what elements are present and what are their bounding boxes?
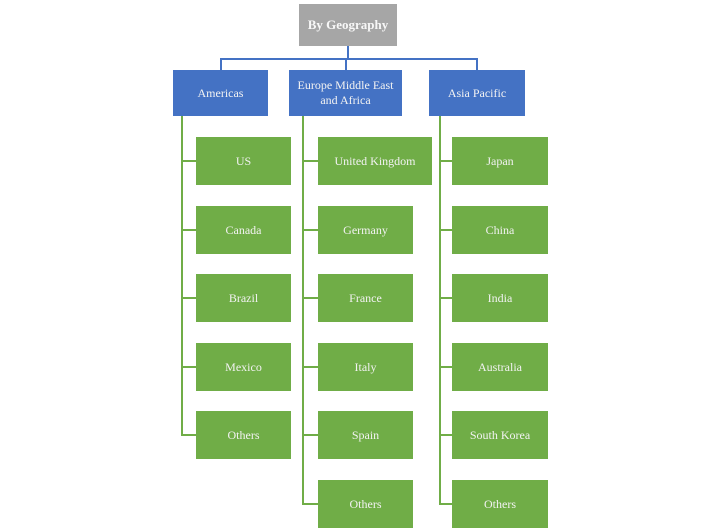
node-india: India	[452, 274, 548, 322]
connector-drop-americas	[220, 58, 222, 70]
stub-spain	[302, 434, 318, 436]
stub-germany	[302, 229, 318, 231]
node-others-emea: Others	[318, 480, 413, 528]
node-root-label: By Geography	[307, 16, 389, 32]
stub-others-americas	[181, 434, 196, 436]
node-root: By Geography	[299, 4, 397, 46]
node-mexico-label: Mexico	[225, 359, 262, 374]
stub-brazil	[181, 297, 196, 299]
stub-others-asia-pacific	[439, 503, 452, 505]
stub-others-emea	[302, 503, 318, 505]
node-germany-label: Germany	[343, 222, 388, 237]
node-germany: Germany	[318, 206, 413, 254]
node-china: China	[452, 206, 548, 254]
node-mexico: Mexico	[196, 343, 291, 391]
stub-france	[302, 297, 318, 299]
node-brazil-label: Brazil	[228, 290, 259, 305]
node-australia-label: Australia	[478, 359, 522, 374]
stub-canada	[181, 229, 196, 231]
node-united-kingdom: United Kingdom	[318, 137, 432, 185]
node-france-label: France	[349, 290, 382, 305]
connector-root-stem	[347, 46, 349, 59]
stub-mexico	[181, 366, 196, 368]
stub-india	[439, 297, 452, 299]
node-japan: Japan	[452, 137, 548, 185]
node-americas: Americas	[173, 70, 268, 116]
connector-drop-asia-pacific	[476, 58, 478, 70]
node-south-korea: South Korea	[452, 411, 548, 459]
stub-australia	[439, 366, 452, 368]
connector-drop-emea	[345, 58, 347, 70]
node-others-asia-pacific-label: Others	[484, 496, 516, 511]
node-americas-label: Americas	[197, 85, 244, 100]
node-others-asia-pacific: Others	[452, 480, 548, 528]
node-brazil: Brazil	[196, 274, 291, 322]
stub-japan	[439, 160, 452, 162]
node-france: France	[318, 274, 413, 322]
node-us: US	[196, 137, 291, 185]
stub-united-kingdom	[302, 160, 318, 162]
node-italy: Italy	[318, 343, 413, 391]
node-india-label: India	[487, 290, 513, 305]
node-spain-label: Spain	[351, 427, 380, 442]
node-canada-label: Canada	[225, 222, 262, 237]
node-canada: Canada	[196, 206, 291, 254]
node-us-label: US	[235, 153, 252, 168]
node-emea-label: Europe Middle East and Africa	[297, 78, 394, 107]
node-others-emea-label: Others	[349, 496, 382, 511]
spine-americas	[181, 116, 183, 436]
node-japan-label: Japan	[486, 153, 514, 168]
node-asia-pacific: Asia Pacific	[429, 70, 525, 116]
node-australia: Australia	[452, 343, 548, 391]
node-others-americas-label: Others	[227, 427, 260, 442]
spine-emea	[302, 116, 304, 505]
node-others-americas: Others	[196, 411, 291, 459]
stub-us	[181, 160, 196, 162]
connector-branch-crossbar	[220, 58, 478, 60]
node-italy-label: Italy	[354, 359, 377, 374]
node-asia-pacific-label: Asia Pacific	[447, 85, 507, 100]
stub-italy	[302, 366, 318, 368]
node-europe-middle-east-and-africa: Europe Middle East and Africa	[289, 70, 402, 116]
stub-china	[439, 229, 452, 231]
node-china-label: China	[485, 222, 515, 237]
stub-south-korea	[439, 434, 452, 436]
node-south-korea-label: South Korea	[469, 427, 531, 442]
spine-asia-pacific	[439, 116, 441, 505]
node-spain: Spain	[318, 411, 413, 459]
node-united-kingdom-label: United Kingdom	[334, 153, 416, 168]
